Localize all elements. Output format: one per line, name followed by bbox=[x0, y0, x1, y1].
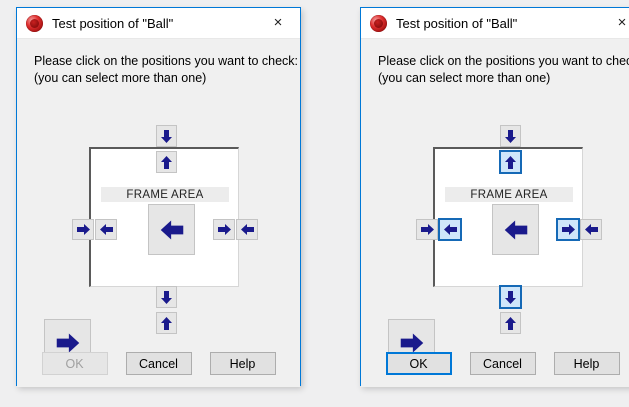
arrow-button-left-inside[interactable] bbox=[95, 219, 117, 240]
ball-app-icon bbox=[370, 14, 387, 32]
prompt-text: Please click on the positions you want t… bbox=[34, 53, 298, 87]
arrow-button-left-outside[interactable] bbox=[416, 219, 438, 240]
prompt-line-2: (you can select more than one) bbox=[34, 71, 207, 85]
arrow-button-right-inside[interactable] bbox=[213, 219, 235, 240]
arrow-button-bottom-inside[interactable] bbox=[156, 286, 177, 308]
arrow-button-top-outside[interactable] bbox=[156, 125, 177, 147]
arrow-button-bottom-outside[interactable] bbox=[500, 312, 521, 334]
arrow-up-icon bbox=[159, 155, 174, 170]
help-button[interactable]: Help bbox=[209, 352, 276, 375]
arrow-left-icon bbox=[503, 217, 529, 243]
titlebar: Test position of "Ball" × bbox=[17, 8, 300, 39]
prompt-line-1: Please click on the positions you want t… bbox=[34, 54, 299, 68]
arrow-down-icon bbox=[503, 129, 518, 144]
dialog-footer: OK Cancel Help bbox=[17, 352, 300, 375]
arrow-button-center[interactable] bbox=[148, 204, 195, 255]
window-title: Test position of "Ball" bbox=[396, 15, 518, 31]
arrow-down-icon bbox=[159, 290, 174, 305]
arrow-left-icon bbox=[240, 222, 255, 237]
prompt-line-1: Please click on the positions you want t… bbox=[378, 54, 629, 68]
close-icon[interactable]: × bbox=[617, 14, 627, 31]
arrow-up-icon bbox=[503, 316, 518, 331]
arrow-right-icon bbox=[217, 222, 232, 237]
arrow-button-right-outside[interactable] bbox=[236, 219, 258, 240]
ball-app-icon bbox=[26, 14, 43, 32]
arrow-right-icon bbox=[420, 222, 435, 237]
arrow-button-bottom-inside[interactable] bbox=[499, 285, 522, 309]
arrow-down-icon bbox=[159, 129, 174, 144]
cancel-button[interactable]: Cancel bbox=[125, 352, 192, 375]
arrow-button-right-outside[interactable] bbox=[580, 219, 602, 240]
prompt-line-2: (you can select more than one) bbox=[378, 71, 551, 85]
cancel-button[interactable]: Cancel bbox=[469, 352, 536, 375]
arrow-right-icon bbox=[55, 330, 81, 356]
arrow-left-icon bbox=[584, 222, 599, 237]
arrow-left-icon bbox=[159, 217, 185, 243]
dialog-body: Please click on the positions you want t… bbox=[17, 39, 300, 387]
arrow-button-left-inside[interactable] bbox=[438, 218, 462, 241]
arrow-down-icon bbox=[503, 290, 518, 305]
titlebar: Test position of "Ball" × bbox=[361, 8, 629, 39]
arrow-button-top-inside[interactable] bbox=[499, 150, 522, 174]
ok-button[interactable]: OK bbox=[385, 352, 452, 375]
arrow-button-bottom-outside[interactable] bbox=[156, 312, 177, 334]
arrow-right-icon bbox=[399, 330, 425, 356]
arrow-left-icon bbox=[99, 222, 114, 237]
frame-area-label: FRAME AREA bbox=[101, 187, 229, 202]
arrow-button-top-inside[interactable] bbox=[156, 151, 177, 173]
close-icon[interactable]: × bbox=[273, 14, 283, 31]
frame-area-label: FRAME AREA bbox=[445, 187, 573, 202]
arrow-button-left-outside[interactable] bbox=[72, 219, 94, 240]
ok-button[interactable]: OK bbox=[41, 352, 108, 375]
dialog-window-right: Test position of "Ball" × Please click o… bbox=[360, 7, 629, 387]
help-button[interactable]: Help bbox=[553, 352, 620, 375]
arrow-up-icon bbox=[159, 316, 174, 331]
dialog-footer: OK Cancel Help bbox=[361, 352, 629, 375]
arrow-button-center[interactable] bbox=[492, 204, 539, 255]
arrow-button-right-inside[interactable] bbox=[556, 218, 580, 241]
window-title: Test position of "Ball" bbox=[52, 15, 174, 31]
arrow-up-icon bbox=[503, 155, 518, 170]
arrow-right-icon bbox=[561, 222, 576, 237]
dialog-window-left: Test position of "Ball" × Please click o… bbox=[16, 7, 301, 387]
arrow-button-top-outside[interactable] bbox=[500, 125, 521, 147]
arrow-right-icon bbox=[76, 222, 91, 237]
arrow-left-icon bbox=[443, 222, 458, 237]
dialog-body: Please click on the positions you want t… bbox=[361, 39, 629, 387]
prompt-text: Please click on the positions you want t… bbox=[378, 53, 629, 87]
